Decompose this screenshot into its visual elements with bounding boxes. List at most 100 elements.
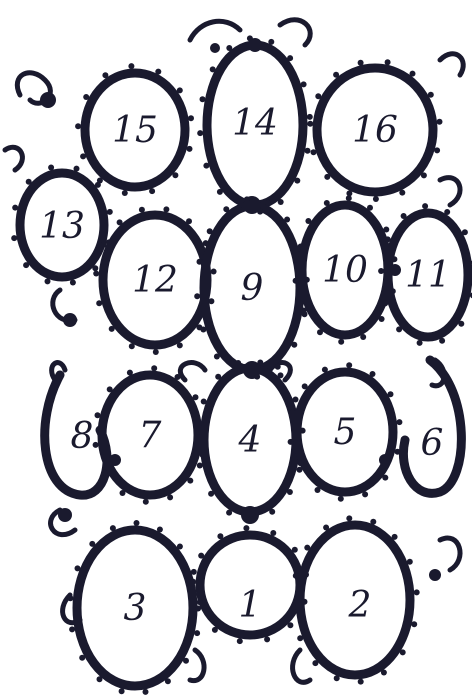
bead: [284, 217, 290, 223]
bead: [346, 362, 352, 368]
bead: [191, 569, 197, 575]
bead: [198, 553, 204, 559]
bead: [358, 60, 364, 66]
bead: [437, 119, 443, 125]
bead: [287, 489, 293, 495]
bead: [268, 39, 274, 45]
bead: [270, 530, 276, 536]
bead: [197, 130, 203, 136]
bead: [294, 246, 300, 252]
bead: [291, 342, 297, 348]
bead: [89, 541, 95, 547]
bead: [287, 55, 293, 61]
bead: [315, 93, 321, 99]
bead: [109, 326, 115, 332]
bead: [324, 174, 330, 180]
bead: [157, 527, 163, 533]
bead: [201, 399, 207, 405]
bead: [244, 196, 250, 202]
bead: [80, 153, 86, 159]
bead: [462, 229, 468, 235]
bead: [303, 572, 309, 578]
bead: [93, 271, 99, 277]
bead: [311, 149, 317, 155]
bead: [195, 606, 201, 612]
bead: [304, 277, 310, 283]
bead: [83, 94, 89, 100]
bead: [92, 265, 98, 271]
bead: [95, 412, 101, 418]
bead: [177, 544, 183, 550]
bead: [175, 374, 181, 380]
bead: [302, 599, 308, 605]
bead: [265, 200, 271, 206]
bead: [301, 81, 307, 87]
bead: [278, 199, 284, 205]
bead: [290, 409, 296, 415]
loop-1-label: 1: [239, 585, 262, 626]
bead: [197, 599, 203, 605]
bead: [197, 259, 203, 265]
bead: [338, 339, 344, 345]
bead: [278, 372, 284, 378]
bead: [102, 470, 108, 476]
bead: [183, 658, 189, 664]
bead: [188, 115, 194, 121]
bead: [333, 72, 339, 78]
bead: [439, 338, 445, 344]
bead: [236, 205, 242, 211]
bead: [167, 494, 173, 500]
bead: [128, 63, 134, 69]
bead: [396, 326, 402, 332]
bead: [287, 622, 293, 628]
bead: [346, 195, 352, 201]
bead: [324, 200, 330, 206]
bead: [203, 240, 209, 246]
bead: [127, 370, 133, 376]
bead: [120, 490, 126, 496]
bead: [358, 679, 364, 685]
bead: [48, 165, 54, 171]
loop-8-label: 8: [71, 416, 94, 457]
bead: [322, 367, 328, 373]
bead: [79, 655, 85, 661]
bead: [304, 545, 310, 551]
bead: [210, 66, 216, 72]
loop-16-label: 16: [352, 110, 398, 151]
bead: [264, 636, 270, 642]
bead: [75, 565, 81, 571]
bead: [200, 452, 206, 458]
loop-5-label: 5: [334, 412, 357, 453]
bead: [211, 269, 217, 275]
bead: [248, 516, 254, 522]
bead: [201, 422, 207, 428]
bead: [292, 547, 298, 553]
bead: [410, 71, 416, 77]
bead: [172, 172, 178, 178]
bead: [217, 189, 223, 195]
loop-15-label: 15: [112, 110, 158, 151]
bead: [390, 288, 396, 294]
bead: [194, 630, 200, 636]
bead: [392, 534, 398, 540]
bead: [177, 342, 183, 348]
bead: [235, 360, 241, 366]
bead: [106, 239, 112, 245]
bead: [11, 235, 17, 241]
bead: [12, 205, 18, 211]
loop-4-label: 4: [238, 420, 262, 461]
bead: [143, 689, 149, 695]
bead: [208, 298, 214, 304]
bead: [317, 329, 323, 335]
bead: [294, 178, 300, 184]
bead: [233, 370, 239, 376]
bead: [370, 519, 376, 525]
bead: [385, 59, 391, 65]
bead: [107, 386, 113, 392]
loop-7-label: 7: [139, 415, 162, 456]
bead: [395, 449, 401, 455]
bead: [226, 510, 232, 516]
bead: [70, 280, 76, 286]
bead: [396, 419, 402, 425]
bead: [212, 627, 218, 633]
